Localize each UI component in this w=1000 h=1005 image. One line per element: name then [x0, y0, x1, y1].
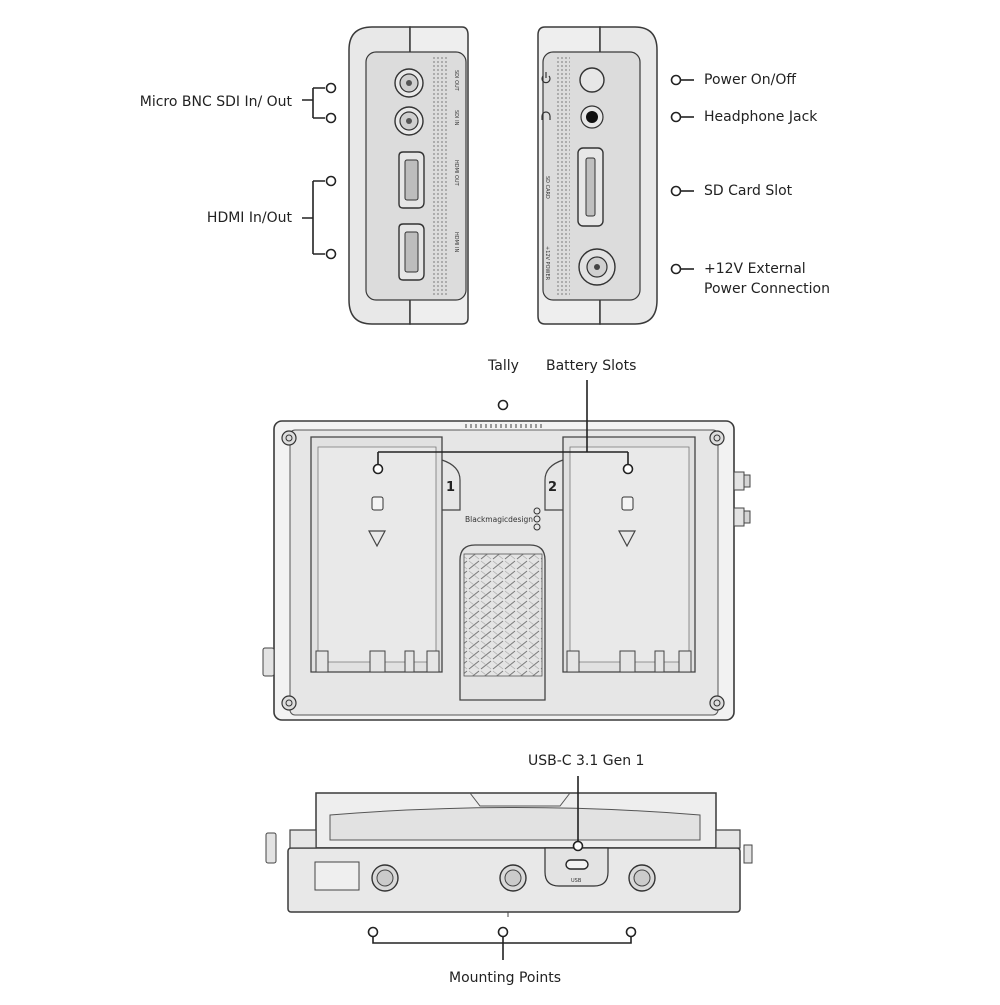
battery-slot-1	[310, 436, 461, 673]
callout-power: Power On/Off	[704, 72, 797, 88]
usb-c-port	[544, 847, 609, 887]
heatsink-vent	[459, 544, 546, 701]
label-12v-power: +12V POWER	[544, 246, 550, 281]
brand-logo-text: Blackmagicdesign	[465, 515, 533, 524]
label-usb: USB	[571, 878, 582, 884]
label-sdi-out: SDI OUT	[453, 70, 459, 92]
brand-dots-icon	[533, 507, 541, 531]
callout-sd-slot: SD Card Slot	[704, 183, 793, 199]
headphone-icon	[541, 111, 551, 120]
label-hdmi-in: HDMI IN	[453, 232, 459, 252]
right-side-panel: SD CARD +12V POWER	[537, 26, 658, 325]
power-button	[579, 67, 605, 93]
callout-ext-power-line-2: Power Connection	[704, 281, 830, 297]
hdmi-out-port	[398, 151, 425, 209]
label-sdi-in: SDI IN	[453, 110, 459, 126]
callout-ext-power-line-1: +12V External	[704, 261, 806, 277]
left-side-panel: SDI OUT SDI IN HDMI OUT HDMI IN	[348, 26, 469, 325]
sd-card-slot	[577, 147, 604, 227]
callout-battery-slots: Battery Slots	[546, 358, 637, 374]
callout-tally: Tally	[488, 358, 519, 374]
sdi-connector-bottom	[394, 106, 424, 136]
headphone-jack	[580, 105, 604, 129]
slot-number-1: 1	[446, 480, 455, 495]
hdmi-in-port	[398, 223, 425, 281]
dc-power-connector	[578, 248, 616, 286]
mount-point-center	[499, 864, 527, 892]
callout-usb-c: USB-C 3.1 Gen 1	[528, 753, 645, 769]
callout-markers	[325, 74, 682, 938]
power-icon	[541, 72, 551, 84]
callout-mounting-points: Mounting Points	[449, 970, 562, 986]
mount-point-right	[628, 864, 656, 892]
mount-point-left	[371, 864, 399, 892]
label-hdmi-out: HDMI OUT	[453, 160, 459, 187]
callout-headphone: Headphone Jack	[704, 109, 818, 125]
leader-lines	[302, 79, 694, 960]
battery-slot-2	[544, 436, 696, 673]
monitor-back-view: 1 2 Blackmagicdesign	[262, 420, 751, 721]
sdi-connector-top	[394, 68, 424, 98]
monitor-bottom-view: USB	[265, 792, 753, 917]
callout-micro-bnc-sdi: Micro BNC SDI In/ Out	[139, 94, 292, 110]
callout-hdmi: HDMI In/Out	[206, 210, 292, 226]
label-sd-card: SD CARD	[544, 176, 550, 199]
slot-number-2: 2	[548, 480, 557, 495]
